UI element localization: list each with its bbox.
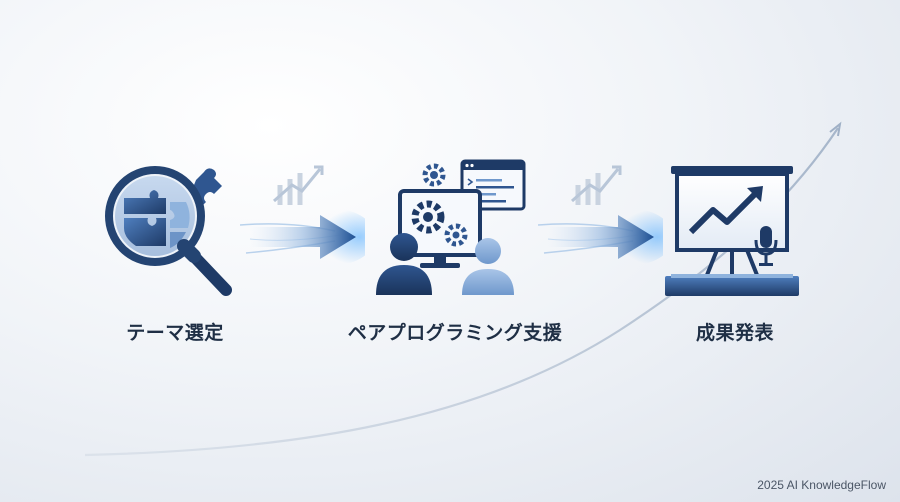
glowing-arrow-icon <box>239 165 375 265</box>
step-2: ペアプログラミング支援 <box>335 318 575 345</box>
presentation-board-icon <box>665 166 799 296</box>
step-1-icon-wrap <box>100 158 240 308</box>
step-3-label: 成果発表 <box>695 322 774 344</box>
step-2-label: ペアプログラミング支援 <box>347 322 563 344</box>
magnifier-puzzle-icon <box>105 166 232 296</box>
glowing-arrow-icon <box>537 165 673 265</box>
step-3-icon-wrap <box>665 160 805 300</box>
step-3: 成果発表 <box>680 318 790 345</box>
footer-credit: 2025 AI KnowledgeFlow <box>757 478 886 492</box>
step-1: テーマ選定 <box>110 318 240 345</box>
connector-arrow-1 <box>239 155 375 275</box>
pair-programming-icon <box>376 159 526 295</box>
step-2-icon-wrap <box>370 155 530 300</box>
connector-arrow-2 <box>537 155 673 275</box>
growth-curve-arrowhead <box>829 121 842 137</box>
step-1-label: テーマ選定 <box>126 322 224 344</box>
